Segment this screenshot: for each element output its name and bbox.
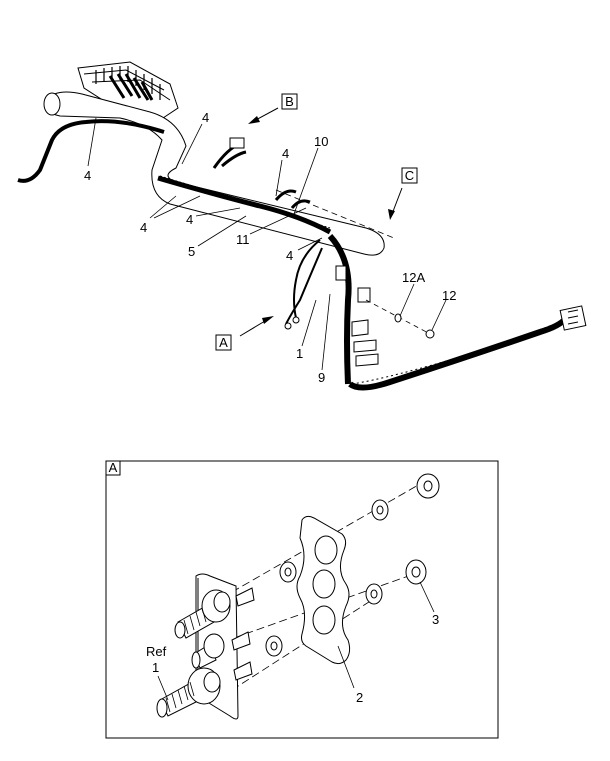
callout-5: 5 — [188, 244, 195, 259]
callout-10: 10 — [314, 134, 328, 149]
stud-lower — [156, 661, 253, 718]
callout-4-left: 4 — [84, 168, 91, 183]
leader-lines — [87, 117, 447, 371]
detail-a-panel: A — [105, 460, 499, 739]
view-label-b: B — [281, 93, 298, 110]
callout-1: 1 — [296, 346, 303, 361]
detail-callout-3: 3 — [432, 612, 439, 627]
detail-callout-1: 1 — [152, 660, 159, 675]
fuse-relay-block — [77, 61, 179, 121]
callout-4-top: 4 — [202, 110, 209, 125]
callout-11: 11 — [236, 232, 250, 247]
view-arrows — [239, 107, 403, 337]
nut-top — [416, 473, 440, 499]
detail-leader-lines — [157, 581, 435, 701]
main-harness-view: B C A 4 4 4 4 4 — [17, 61, 587, 391]
callout-4-lower: 4 — [140, 220, 147, 235]
callout-4-mid: 4 — [186, 212, 193, 227]
ref-label: Ref — [146, 644, 167, 659]
stud-middle — [191, 631, 251, 669]
right-branch-harness — [284, 233, 379, 385]
view-label-c: C — [401, 167, 418, 184]
view-label-a-text: A — [219, 335, 228, 350]
view-label-c-text: C — [405, 168, 414, 183]
main-wire-harness — [157, 137, 332, 235]
cross-tube — [43, 91, 395, 256]
hardware-12 — [365, 299, 435, 339]
callout-12a: 12A — [402, 270, 425, 285]
callout-9: 9 — [318, 370, 325, 385]
plate — [296, 515, 351, 665]
view-label-a: A — [215, 334, 232, 351]
view-label-b-text: B — [285, 94, 294, 109]
detail-callout-2: 2 — [356, 690, 363, 705]
callout-12: 12 — [442, 288, 456, 303]
callout-4-branch: 4 — [286, 248, 293, 263]
callout-4-upper-right: 4 — [282, 146, 289, 161]
stud-upper — [174, 587, 255, 639]
detail-a-label: A — [109, 460, 118, 475]
long-right-cable — [348, 305, 587, 391]
nut-mid — [405, 559, 427, 585]
left-cable — [17, 119, 165, 183]
